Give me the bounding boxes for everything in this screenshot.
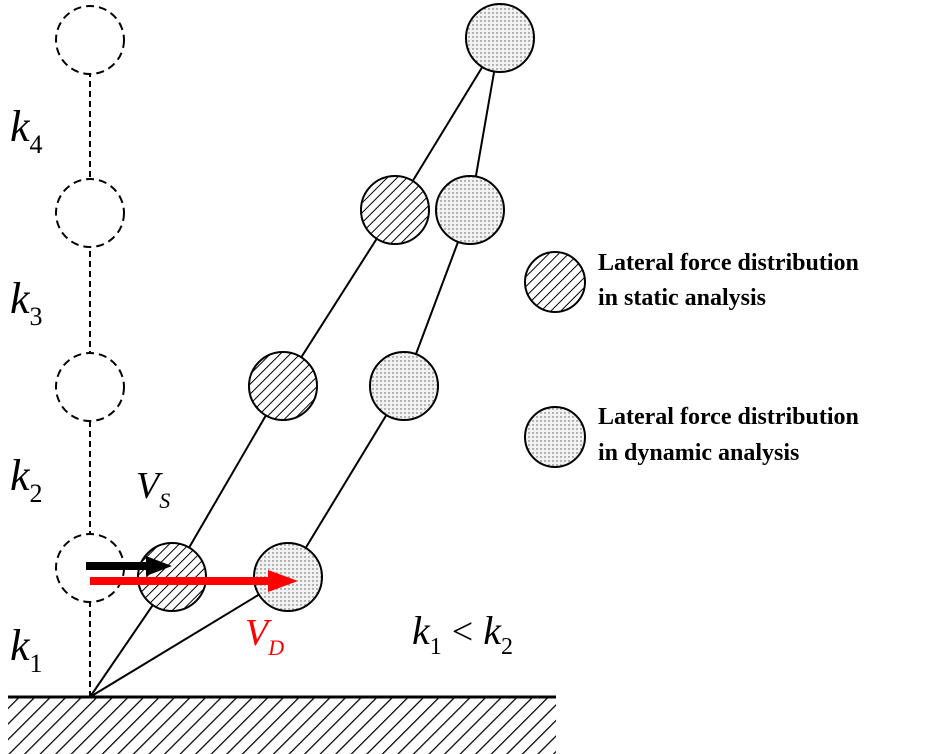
stiffness-label-k4: k4 [10, 102, 43, 159]
ground-hatch [8, 697, 556, 754]
stiffness-label-k3: k3 [10, 274, 43, 331]
legend-static-swatch [524, 251, 586, 313]
undeformed-mass-3 [55, 178, 125, 248]
top-mass [465, 3, 535, 73]
legend: Lateral force distribution in static ana… [524, 250, 859, 468]
static-mass-3 [360, 175, 430, 245]
legend-static-line2: in static analysis [598, 285, 766, 311]
static-force-label: VS [136, 465, 170, 513]
static-force-arrow [86, 556, 172, 576]
dynamic-mass-2 [369, 351, 439, 421]
stiffness-label-k2: k2 [10, 451, 43, 508]
undeformed-mass-2 [55, 352, 125, 422]
legend-dynamic-line1: Lateral force distribution [598, 404, 859, 430]
dynamic-force-label: VD [245, 612, 284, 660]
legend-dynamic-swatch [524, 406, 586, 468]
legend-dynamic-line2: in dynamic analysis [598, 440, 799, 466]
dynamic-force-arrow [90, 570, 298, 592]
stiffness-label-k1: k1 [10, 621, 43, 678]
static-mass-2 [248, 351, 318, 421]
dynamic-mass-3 [435, 175, 505, 245]
undeformed-mass-4 [55, 5, 125, 75]
stiffness-relation: k1<k2 [412, 608, 513, 660]
undeformed-structure [55, 5, 125, 697]
legend-static-line1: Lateral force distribution [598, 250, 859, 276]
